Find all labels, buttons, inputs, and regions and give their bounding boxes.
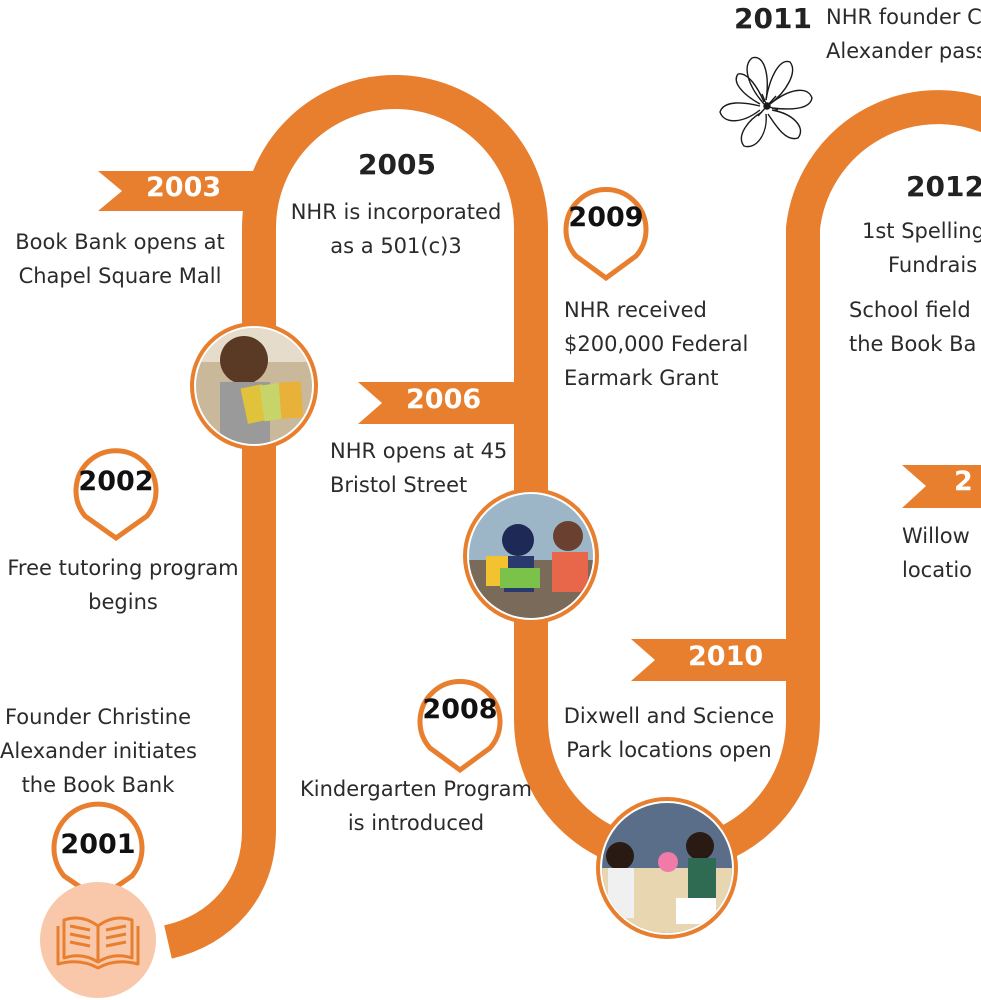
milestone-2010-line-1: Dixwell and Science: [563, 704, 775, 728]
photo-2006: [463, 488, 599, 624]
photo-2010: [596, 797, 738, 939]
year-2012: 2012: [906, 170, 981, 203]
year-2002: 2002: [78, 466, 154, 497]
milestone-2011-line-1: NHR founder C: [826, 5, 981, 29]
road-hump-2: [786, 90, 981, 720]
flower-icon: [719, 56, 813, 148]
milestone-2012-line-3: School field: [849, 298, 971, 322]
milestone-2003-line-1: Book Bank opens at: [15, 230, 225, 254]
milestone-2010-text: Dixwell and Science Park locations open: [554, 699, 784, 767]
milestone-2012-line-4: the Book Ba: [849, 332, 977, 356]
milestone-2005-line-1: NHR is incorporated: [290, 200, 502, 224]
photo-2003: [190, 322, 318, 450]
milestone-2009-line-1: NHR received: [564, 298, 707, 322]
pin-2002: [73, 448, 159, 542]
milestone-2011-line-2: Alexander pass: [826, 39, 981, 63]
milestone-2006-line-1: NHR opens at 45: [330, 439, 508, 463]
pin-2001: [51, 801, 145, 903]
milestone-2010-line-2: Park locations open: [566, 738, 772, 762]
milestone-2008-text: Kindergarten Program is introduced: [296, 772, 536, 840]
milestone-2009-line-3: Earmark Grant: [564, 366, 719, 390]
year-2005: 2005: [358, 148, 436, 181]
milestone-2003-line-2: Chapel Square Mall: [18, 264, 222, 288]
milestone-2009-line-2: $200,000 Federal: [564, 332, 749, 356]
year-2011: 2011: [734, 2, 812, 35]
milestone-2001-line-3: the Book Bank: [21, 773, 175, 797]
milestone-2005-line-2: as a 501(c)3: [330, 234, 462, 258]
year-2009: 2009: [568, 202, 644, 233]
year-2008: 2008: [422, 694, 498, 725]
milestone-2005-text: NHR is incorporated as a 501(c)3: [284, 195, 508, 263]
milestone-2001-line-1: Founder Christine: [4, 705, 192, 729]
milestone-2006-text: NHR opens at 45 Bristol Street: [330, 434, 520, 502]
milestone-2008-line-2: is introduced: [347, 811, 485, 835]
milestone-2009-text: NHR received $200,000 Federal Earmark Gr…: [564, 293, 764, 395]
flag-2013: [902, 465, 981, 508]
milestone-2001-text: Founder Christine Alexander initiates th…: [0, 700, 197, 802]
milestone-2002-line-2: begins: [88, 590, 158, 614]
flag-2010: [631, 639, 803, 681]
book-icon: [56, 916, 140, 970]
pin-2008: [417, 679, 503, 774]
year-2001: 2001: [60, 829, 136, 860]
milestone-2012-line-2: Fundrais: [888, 253, 978, 277]
flag-2003: [98, 171, 268, 211]
pin-2009: [563, 187, 649, 282]
milestone-2003-text: Book Bank opens at Chapel Square Mall: [10, 225, 230, 293]
milestone-2011-text: NHR founder C Alexander pass: [826, 0, 981, 68]
milestone-2002-line-1: Free tutoring program: [7, 556, 239, 580]
milestone-2012-line-1: 1st Spelling: [862, 219, 981, 243]
year-2006: 2006: [406, 384, 482, 415]
milestone-2008-line-1: Kindergarten Program: [299, 777, 532, 801]
road-hump-1: [242, 75, 548, 830]
year-2003: 2003: [146, 172, 222, 203]
milestone-2006-line-2: Bristol Street: [330, 473, 468, 497]
year-2010: 2010: [688, 641, 764, 672]
milestone-2001-line-2: Alexander initiates: [0, 739, 197, 763]
milestone-2002-text: Free tutoring program begins: [0, 551, 246, 619]
flag-2006: [358, 382, 531, 424]
year-2013: 2: [954, 466, 973, 497]
road-start-curve: [163, 829, 276, 959]
milestone-2013-line-1: Willow: [902, 524, 970, 548]
milestone-2013-line-2: locatio: [902, 558, 973, 582]
